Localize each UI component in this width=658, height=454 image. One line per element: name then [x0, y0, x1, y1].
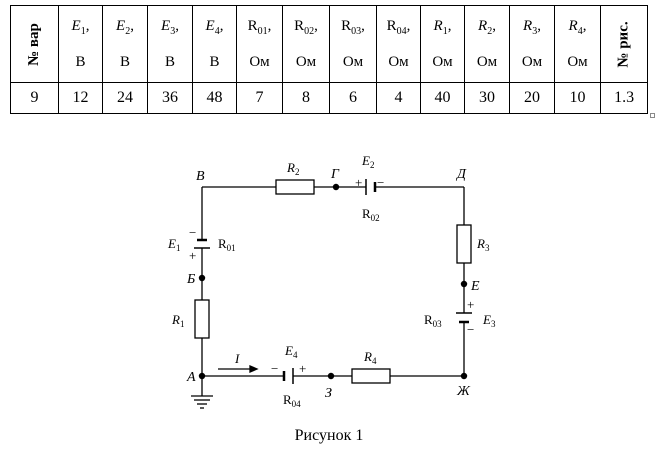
label-e2: E2 [361, 153, 374, 170]
resistor-r1-symbol [194, 299, 210, 339]
label-r03: R03 [424, 312, 442, 329]
cell-e1: 12 [58, 82, 103, 114]
label-r01: R01 [218, 236, 236, 253]
node-dot-a [198, 372, 206, 380]
label-e1: E1 [167, 236, 180, 253]
e4-minus-sign: − [271, 361, 278, 376]
node-label-g: Г [330, 167, 340, 182]
cell-e4: 48 [192, 82, 237, 114]
current-arrow-head [249, 365, 259, 373]
cell-r03: 6 [329, 82, 377, 114]
label-r4: R4 [363, 349, 377, 366]
cell-r2: 30 [464, 82, 510, 114]
cell-r1: 40 [420, 82, 465, 114]
node-dot-z [327, 372, 335, 380]
e1-plus-sign: + [189, 248, 196, 263]
label-r2: R2 [286, 160, 299, 177]
cell-e2: 24 [102, 82, 148, 114]
node-label-zh: Ж [456, 384, 471, 399]
header-variant: № вар [10, 5, 59, 83]
figure-caption: Рисунок 1 [294, 427, 364, 444]
table-resize-handle[interactable] [650, 113, 655, 118]
header-r3: R3,Ом [509, 5, 555, 83]
resistor-r3-symbol [456, 224, 472, 264]
cell-r01: 7 [236, 82, 283, 114]
cell-variant: 9 [10, 82, 59, 114]
cell-r04: 4 [376, 82, 421, 114]
e2-plus-sign: + [355, 175, 362, 190]
label-e4: E4 [284, 343, 298, 360]
label-e3: E3 [482, 312, 496, 329]
header-r1: R1,Ом [420, 5, 465, 83]
node-label-z: З [325, 386, 332, 401]
header-r02: R02,Ом [282, 5, 330, 83]
ground-icon [191, 395, 213, 409]
e1-minus-sign: − [189, 225, 196, 240]
header-figure: № рис. [599, 5, 649, 83]
label-r3: R3 [476, 236, 490, 253]
variant-table: № вар E1,В E2,В E3,В E4,В R01,Ом R02,Ом … [10, 5, 649, 114]
table-row: 9 12 24 36 48 7 8 6 4 40 30 20 10 1.3 [10, 82, 649, 114]
label-r04: R04 [283, 392, 301, 409]
header-r2: R2,Ом [464, 5, 510, 83]
e3-plus-sign: + [467, 297, 474, 312]
header-e2: E2,В [102, 5, 148, 83]
node-label-a: А [186, 370, 196, 385]
label-r02: R02 [362, 206, 380, 223]
label-current-i: I [234, 351, 240, 366]
node-dot-b [198, 274, 206, 282]
header-r03: R03,Ом [329, 5, 377, 83]
table-header-row: № вар E1,В E2,В E3,В E4,В R01,Ом R02,Ом … [10, 5, 649, 83]
e4-plus-sign: + [299, 361, 306, 376]
node-dot-e [460, 280, 468, 288]
node-label-b: Б [186, 272, 195, 287]
header-r04: R04,Ом [376, 5, 421, 83]
node-label-d: Д [455, 167, 467, 182]
e3-minus-sign: − [467, 322, 474, 337]
node-label-v: В [196, 169, 205, 184]
resistor-r2-symbol [275, 179, 315, 195]
cell-figure: 1.3 [599, 82, 649, 114]
node-label-e: Е [470, 279, 480, 294]
e2-minus-sign: − [377, 175, 384, 190]
label-r1: R1 [171, 312, 184, 329]
node-dot-zh [460, 372, 468, 380]
node-dot-g [332, 183, 340, 191]
header-r01: R01,Ом [236, 5, 283, 83]
resistor-r4-symbol [351, 368, 391, 384]
